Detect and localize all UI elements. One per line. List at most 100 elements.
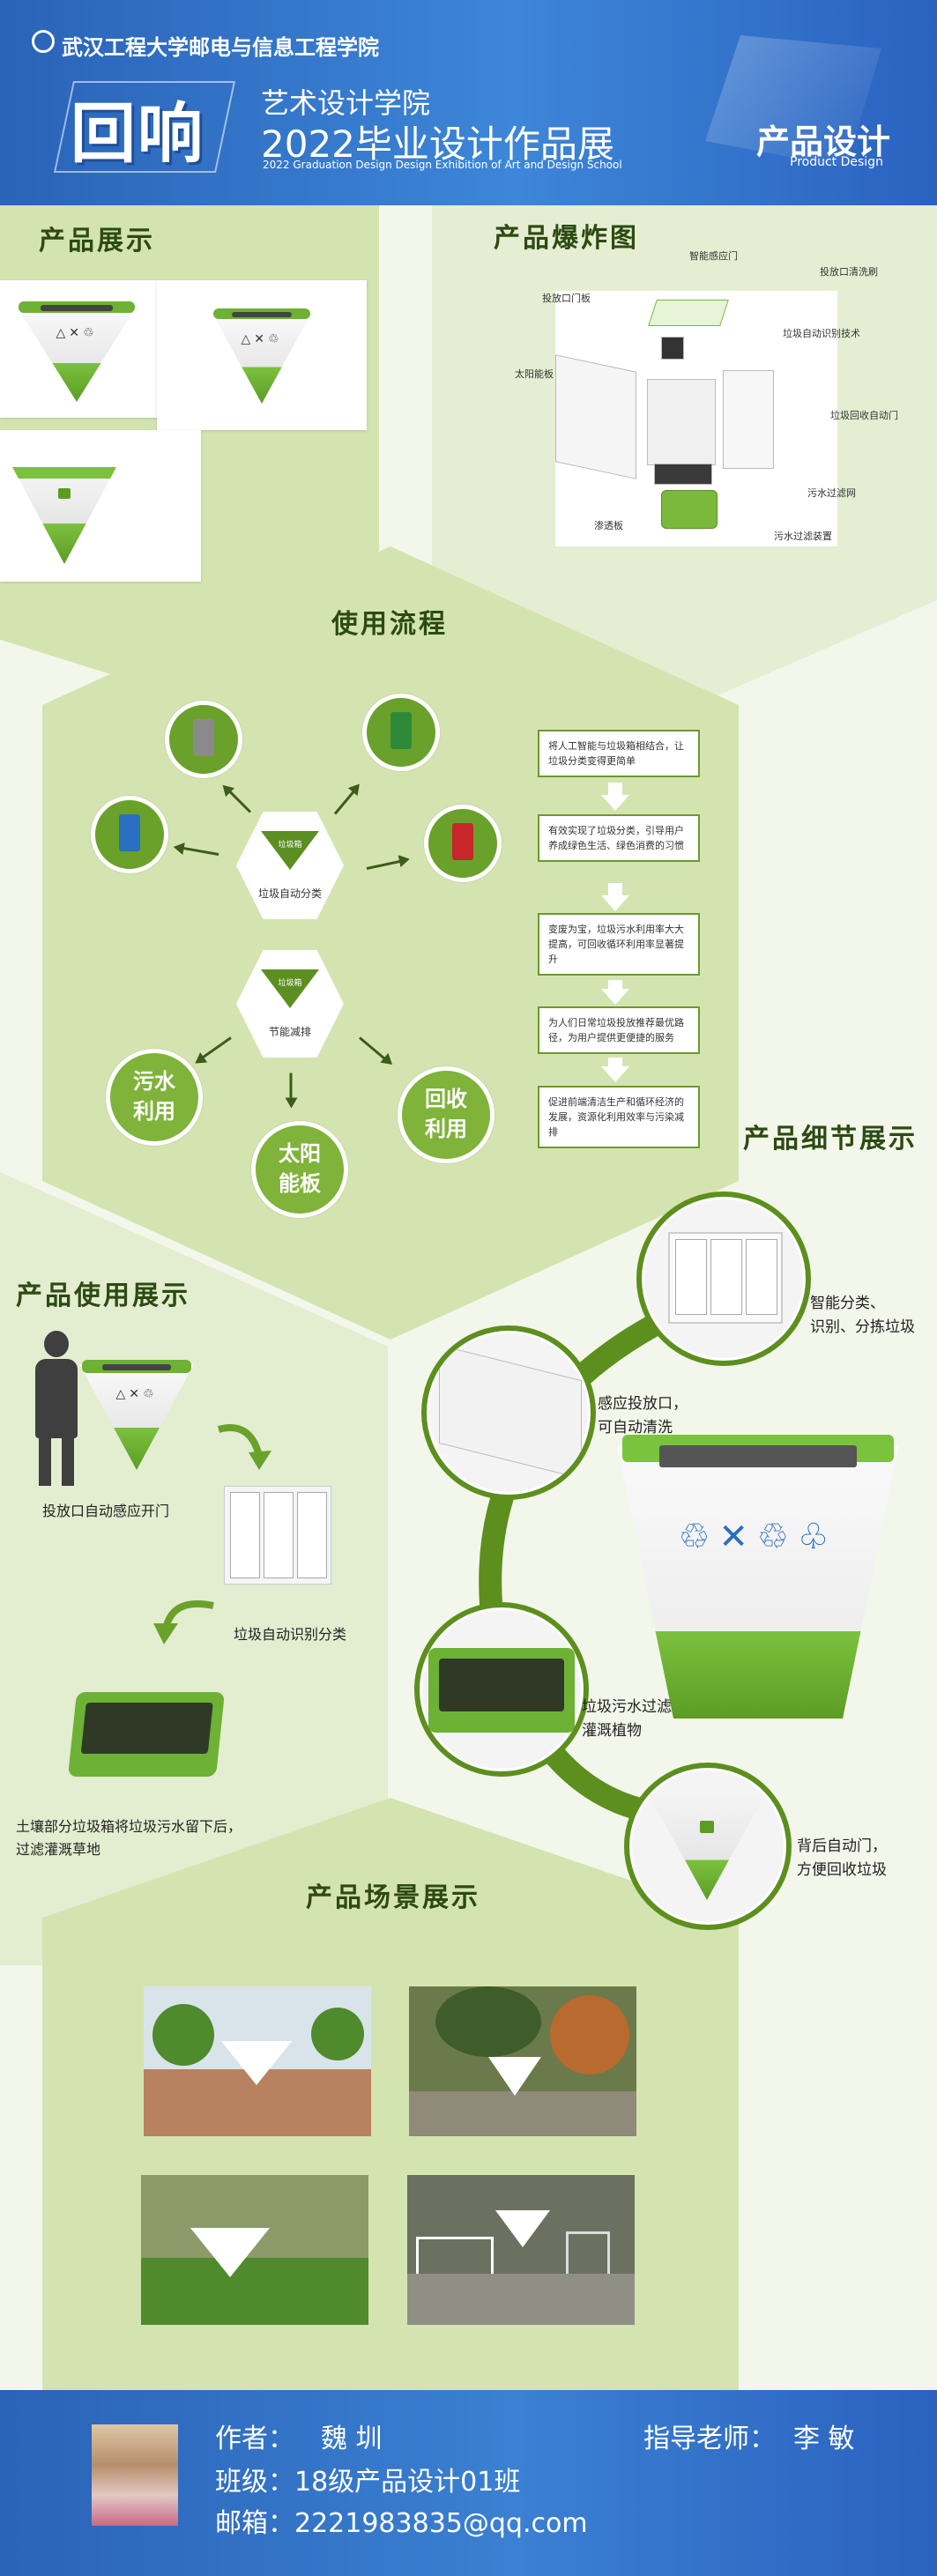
flow-bin-gray <box>165 701 242 778</box>
side-door-part <box>723 370 774 469</box>
detail-text-sorting: 智能分类、 识别、分拣垃圾 <box>810 1295 915 1336</box>
label-filter-device: 污水过滤装置 <box>774 531 832 542</box>
detail-circle-backdoor <box>624 1763 792 1930</box>
product-photo-1: △✕♲ <box>0 280 157 418</box>
label-seepage: 渗透板 <box>594 520 623 531</box>
center-bin-label: 垃圾箱 <box>278 841 302 850</box>
category-title: 产品设计 <box>756 122 891 161</box>
product-photo-3 <box>0 430 201 582</box>
recycle-symbols-icon: △✕♲ <box>241 331 283 346</box>
product-photo-2: △✕♲ <box>157 280 367 430</box>
label-inlet-board: 投放口门板 <box>542 293 591 304</box>
recycle-symbols-icon: △✕♲ <box>115 1387 158 1402</box>
section-title-explode: 产品爆炸图 <box>494 223 639 254</box>
flow-step-5: 促进前端清洁生产和循环经济的发展，资源化利用效率与污染减排 <box>538 1086 700 1148</box>
back-door-handle-icon <box>700 1821 714 1833</box>
step-arrow-stem <box>608 1058 622 1068</box>
detail-arc-decoration <box>479 1260 805 1824</box>
flow-bin-blue <box>91 796 168 873</box>
label-filter-net: 污水过滤网 <box>807 487 856 499</box>
flow-center-energy: 垃圾箱 节能减排 <box>236 950 344 1058</box>
flow-step-2: 有效实现了垃圾分类，引导用户养成绿色生活、绿色消费的习惯 <box>538 814 700 862</box>
person-silhouette-icon <box>21 1331 92 1489</box>
author-label: 作者： <box>215 2424 294 2454</box>
center-caption-sort: 垃圾自动分类 <box>257 887 322 900</box>
exhibition-title: 2022毕业设计作品展 <box>261 122 614 166</box>
use-bin-render: △✕♲ <box>79 1360 194 1470</box>
step-arrow-stem <box>608 883 622 895</box>
header-decoration <box>705 35 881 167</box>
flow-out-recycle: 回收 利用 <box>398 1066 495 1163</box>
email-label: 邮箱： <box>215 2508 294 2539</box>
flow-out-solar: 太阳 能板 <box>251 1121 348 1218</box>
filter-net-part <box>654 464 712 485</box>
sorting-bins-image <box>668 1232 783 1324</box>
backdoor-bin-image <box>649 1794 765 1900</box>
recycle-symbols-icon: ♲✕♲♧ <box>678 1516 838 1557</box>
scene-photo-park <box>144 1986 371 2136</box>
use-text-filter: 土壤部分垃圾箱将垃圾污水留下后， 过滤灌溉草地 <box>16 1818 242 1858</box>
recycle-symbols-icon: △✕♲ <box>56 326 98 341</box>
footer-banner: 作者： 魏 圳 班级：18级产品设计01班 邮箱：2221983835@qq.co… <box>0 2390 937 2576</box>
detail-text-filter: 垃圾污水过滤， 灌溉植物 <box>582 1698 687 1740</box>
author-avatar <box>92 2424 178 2526</box>
label-solar: 太阳能板 <box>515 368 554 380</box>
back-door-handle-icon <box>58 488 71 499</box>
exhibition-english-title: 2022 Graduation Design Design Exhibition… <box>263 159 622 171</box>
solar-panel-part <box>555 354 636 479</box>
exhibition-big-title: 回响 <box>71 96 205 172</box>
author-name: 魏 圳 <box>321 2424 383 2454</box>
label-smart-door: 智能感应门 <box>689 250 738 262</box>
university-logo-icon <box>32 30 55 53</box>
bin-render: △✕♲ <box>212 308 312 404</box>
filter-tray-render <box>67 1692 226 1777</box>
center-bin-label: 垃圾箱 <box>278 979 302 988</box>
detail-text-inlet: 感应投放口， 可自动清洗 <box>598 1395 688 1436</box>
inlet-image <box>439 1344 582 1480</box>
section-title-display: 产品展示 <box>39 226 155 256</box>
step-arrow-down-icon <box>601 989 629 1005</box>
flow-bin-red <box>424 805 502 882</box>
smart-door-part <box>648 300 729 326</box>
step-arrow-down-icon <box>601 795 629 811</box>
label-recognition: 垃圾自动识别技术 <box>783 328 860 339</box>
inner-bin-part <box>647 379 716 465</box>
center-caption-energy: 节能减排 <box>268 1026 311 1038</box>
curved-arrow-left-icon <box>153 1600 214 1644</box>
section-title-detail: 产品细节展示 <box>743 1124 918 1154</box>
class-label: 班级： <box>215 2467 294 2498</box>
section-title-use: 产品使用展示 <box>16 1281 190 1311</box>
label-auto-door: 垃圾回收自动门 <box>830 410 898 421</box>
teacher-label: 指导老师： <box>643 2424 776 2454</box>
detail-circle-inlet <box>421 1325 596 1500</box>
detail-circle-sorting <box>636 1191 811 1366</box>
university-name: 武汉工程大学邮电与信息工程学院 <box>62 35 379 60</box>
email-value: 2221983835@qq.com <box>294 2508 588 2539</box>
open-sorting-bins-image <box>224 1486 331 1585</box>
bin-render: △✕♲ <box>16 301 138 402</box>
detail-text-backdoor: 背后自动门， 方便回收垃圾 <box>797 1837 887 1879</box>
filter-tray-image <box>428 1648 575 1733</box>
detail-circle-filter <box>414 1602 589 1777</box>
flow-center-sort: 垃圾箱 垃圾自动分类 <box>236 812 344 919</box>
school-name: 艺术设计学院 <box>261 86 431 120</box>
use-text-sensor: 投放口自动感应开门 <box>42 1503 170 1519</box>
class-name: 18级产品设计01班 <box>294 2467 521 2498</box>
flow-bin-green <box>362 694 440 771</box>
flow-step-4: 为人们日常垃圾投放推荐最优路径，为用户提供更便捷的服务 <box>538 1006 700 1054</box>
filter-device-part <box>661 490 718 529</box>
label-auto-clean: 投放口清洗刷 <box>820 266 878 278</box>
arrow-down <box>289 1073 293 1105</box>
scene-photo-lawn <box>141 2175 368 2325</box>
category-english-title: Product Design <box>790 155 883 169</box>
step-arrow-down-icon <box>601 1066 629 1082</box>
large-bin-render: ♲✕♲♧ <box>617 1434 899 1719</box>
step-arrow-stem <box>608 783 622 795</box>
header-banner: 武汉工程大学邮电与信息工程学院 回响 艺术设计学院 2022毕业设计作品展 20… <box>0 0 937 205</box>
section-title-flow: 使用流程 <box>331 609 448 640</box>
bin-back-render <box>12 467 116 564</box>
step-arrow-stem <box>608 980 622 991</box>
teacher-name: 李 敏 <box>793 2424 855 2454</box>
brush-part <box>661 337 684 360</box>
scene-photo-bench <box>407 2175 635 2325</box>
